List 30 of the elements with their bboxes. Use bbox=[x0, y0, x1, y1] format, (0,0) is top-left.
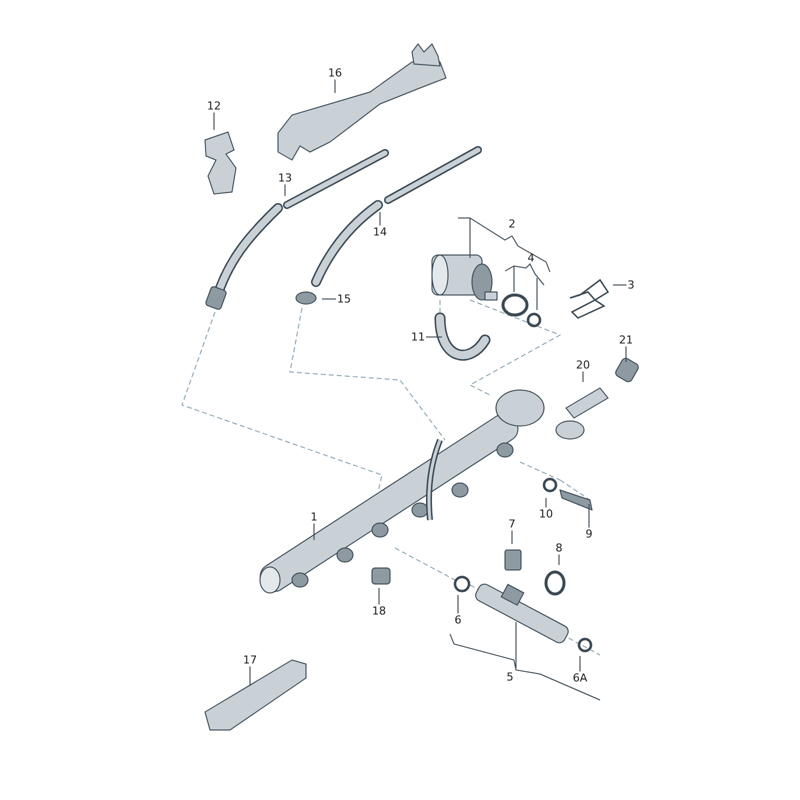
callout-number: 6 bbox=[454, 614, 462, 626]
leader-line bbox=[588, 504, 590, 528]
callout-number: 18 bbox=[371, 604, 387, 618]
callout-number: 20 bbox=[575, 358, 591, 372]
callout-number: 8 bbox=[554, 542, 564, 554]
callout-number: 21 bbox=[618, 334, 634, 346]
callout-number: 6A bbox=[572, 672, 588, 684]
callout-number: 4 bbox=[526, 252, 536, 264]
leader-line bbox=[426, 336, 442, 338]
leader-line bbox=[558, 554, 560, 566]
callout-number: 12 bbox=[206, 100, 222, 112]
callout-number: 15 bbox=[336, 292, 352, 306]
callout-number: 5 bbox=[506, 670, 514, 684]
leader-line bbox=[582, 371, 584, 382]
callout-number: 11 bbox=[410, 330, 426, 344]
callout-number: 1 bbox=[310, 510, 318, 524]
callout-number: 3 bbox=[626, 278, 636, 292]
leader-line bbox=[378, 588, 380, 605]
callout-number: 2 bbox=[508, 218, 516, 230]
leader-line bbox=[334, 79, 336, 94]
callout-number: 9 bbox=[584, 528, 594, 540]
callout-number: 10 bbox=[538, 508, 554, 520]
callout-number: 17 bbox=[242, 654, 258, 666]
leader-line bbox=[284, 184, 286, 196]
callout-number: 16 bbox=[327, 66, 343, 80]
leader-line bbox=[322, 298, 336, 300]
callout-number: 13 bbox=[277, 172, 293, 184]
leader-line bbox=[612, 284, 627, 286]
callout-number: 7 bbox=[508, 518, 516, 530]
callout-number: 14 bbox=[372, 226, 388, 238]
